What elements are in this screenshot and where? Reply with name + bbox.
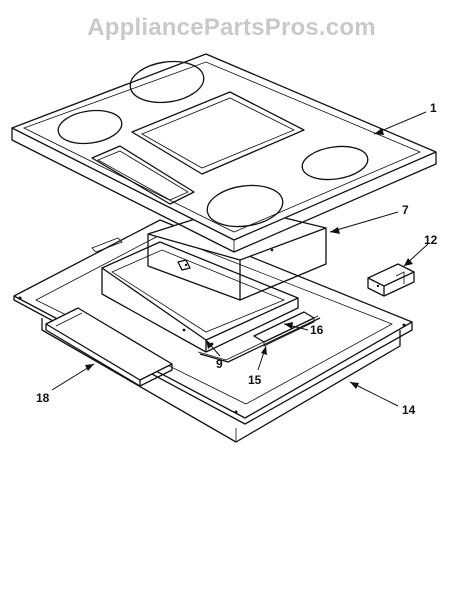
front-trim-channel [45,307,173,387]
callout-16: 16 [310,323,324,337]
callout-14: 14 [402,403,416,417]
callout-7: 7 [402,203,409,217]
callout-18: 18 [36,391,50,405]
callout-12: 12 [424,233,438,247]
mounting-bracket [367,263,415,297]
site-watermark: AppliancePartsPros.com [87,14,376,41]
cooktop-main-top [11,53,437,253]
wire-rod [197,315,321,363]
leader-lines [51,111,429,407]
callout-15: 15 [248,373,262,387]
callout-1: 1 [430,101,437,115]
callout-9: 9 [216,357,223,371]
